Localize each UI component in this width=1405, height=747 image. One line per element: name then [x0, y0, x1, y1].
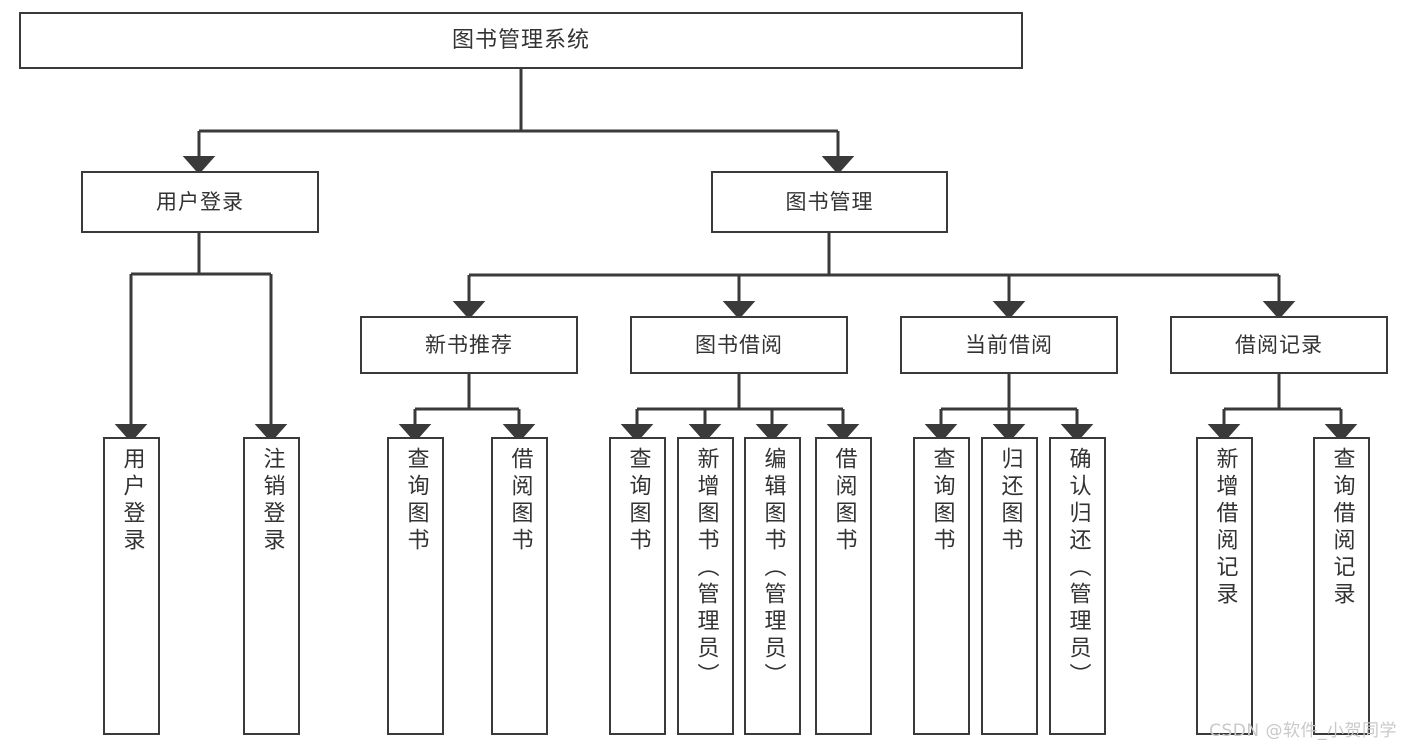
node-label: 查询图书: [929, 447, 955, 555]
node-label: 注销登录: [259, 447, 285, 555]
node-user-login[interactable]: 用户登录: [81, 171, 319, 233]
node-label: 查询图书: [403, 447, 429, 555]
node-borrow-record[interactable]: 借阅记录: [1170, 316, 1388, 374]
watermark: CSDN @软件_小贺同学: [1209, 721, 1397, 741]
leaf-borrow-add-book-admin[interactable]: 新增图书（管理员）: [677, 437, 734, 735]
leaf-user-login-login[interactable]: 用户登录: [103, 437, 160, 735]
node-label: 归还图书: [997, 447, 1023, 555]
node-current-borrow[interactable]: 当前借阅: [900, 316, 1118, 374]
node-label: 借阅图书: [507, 447, 533, 555]
node-label: 图书借阅: [695, 332, 783, 357]
leaf-current-return-book[interactable]: 归还图书: [981, 437, 1038, 735]
leaf-record-add-record[interactable]: 新增借阅记录: [1196, 437, 1253, 735]
leaf-new-book-query[interactable]: 查询图书: [387, 437, 444, 735]
leaf-record-query-record[interactable]: 查询借阅记录: [1313, 437, 1370, 735]
node-label: 图书管理系统: [451, 27, 590, 53]
leaf-borrow-query-book[interactable]: 查询图书: [609, 437, 666, 735]
node-label: 借阅记录: [1235, 332, 1323, 357]
node-label: 新书推荐: [425, 332, 513, 357]
node-label: 借阅图书: [831, 447, 857, 555]
node-label: 新增借阅记录: [1212, 447, 1238, 609]
node-label: 查询借阅记录: [1329, 447, 1355, 609]
node-label: 当前借阅: [965, 332, 1053, 357]
leaf-borrow-edit-book-admin[interactable]: 编辑图书（管理员）: [744, 437, 801, 735]
node-label: 用户登录: [119, 447, 145, 555]
leaf-current-confirm-return-admin[interactable]: 确认归还（管理员）: [1049, 437, 1106, 735]
leaf-current-query-book[interactable]: 查询图书: [913, 437, 970, 735]
node-book-borrow[interactable]: 图书借阅: [630, 316, 848, 374]
node-label: 新增图书（管理员）: [693, 447, 719, 690]
leaf-new-book-borrow[interactable]: 借阅图书: [491, 437, 548, 735]
node-label: 查询图书: [625, 447, 651, 555]
node-new-book-recommend[interactable]: 新书推荐: [360, 316, 578, 374]
node-label: 用户登录: [156, 189, 244, 214]
node-label: 确认归还（管理员）: [1065, 447, 1091, 690]
node-root-book-management-system[interactable]: 图书管理系统: [19, 12, 1023, 69]
node-book-management[interactable]: 图书管理: [711, 171, 948, 233]
leaf-user-login-logout[interactable]: 注销登录: [243, 437, 300, 735]
leaf-borrow-borrow-book[interactable]: 借阅图书: [815, 437, 872, 735]
node-label: 编辑图书（管理员）: [760, 447, 786, 690]
node-label: 图书管理: [785, 189, 874, 214]
